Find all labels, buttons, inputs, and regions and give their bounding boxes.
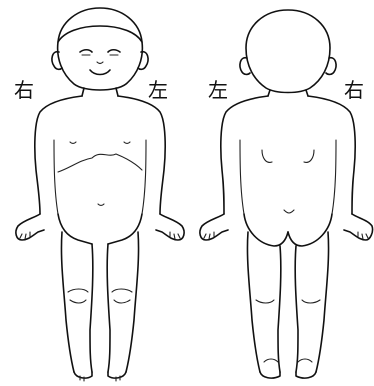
front-right-side-label: 右 [14, 80, 34, 100]
front-arms [16, 214, 184, 240]
front-figure [16, 8, 184, 381]
back-left-side-label: 左 [208, 80, 228, 100]
back-torso [221, 96, 355, 246]
front-left-side-label: 左 [148, 80, 168, 100]
back-legs [247, 232, 328, 378]
front-head [52, 8, 148, 90]
back-head [240, 10, 336, 93]
back-figure [200, 10, 373, 378]
front-torso [35, 96, 165, 244]
back-right-side-label: 右 [344, 80, 364, 100]
front-legs [61, 232, 138, 381]
